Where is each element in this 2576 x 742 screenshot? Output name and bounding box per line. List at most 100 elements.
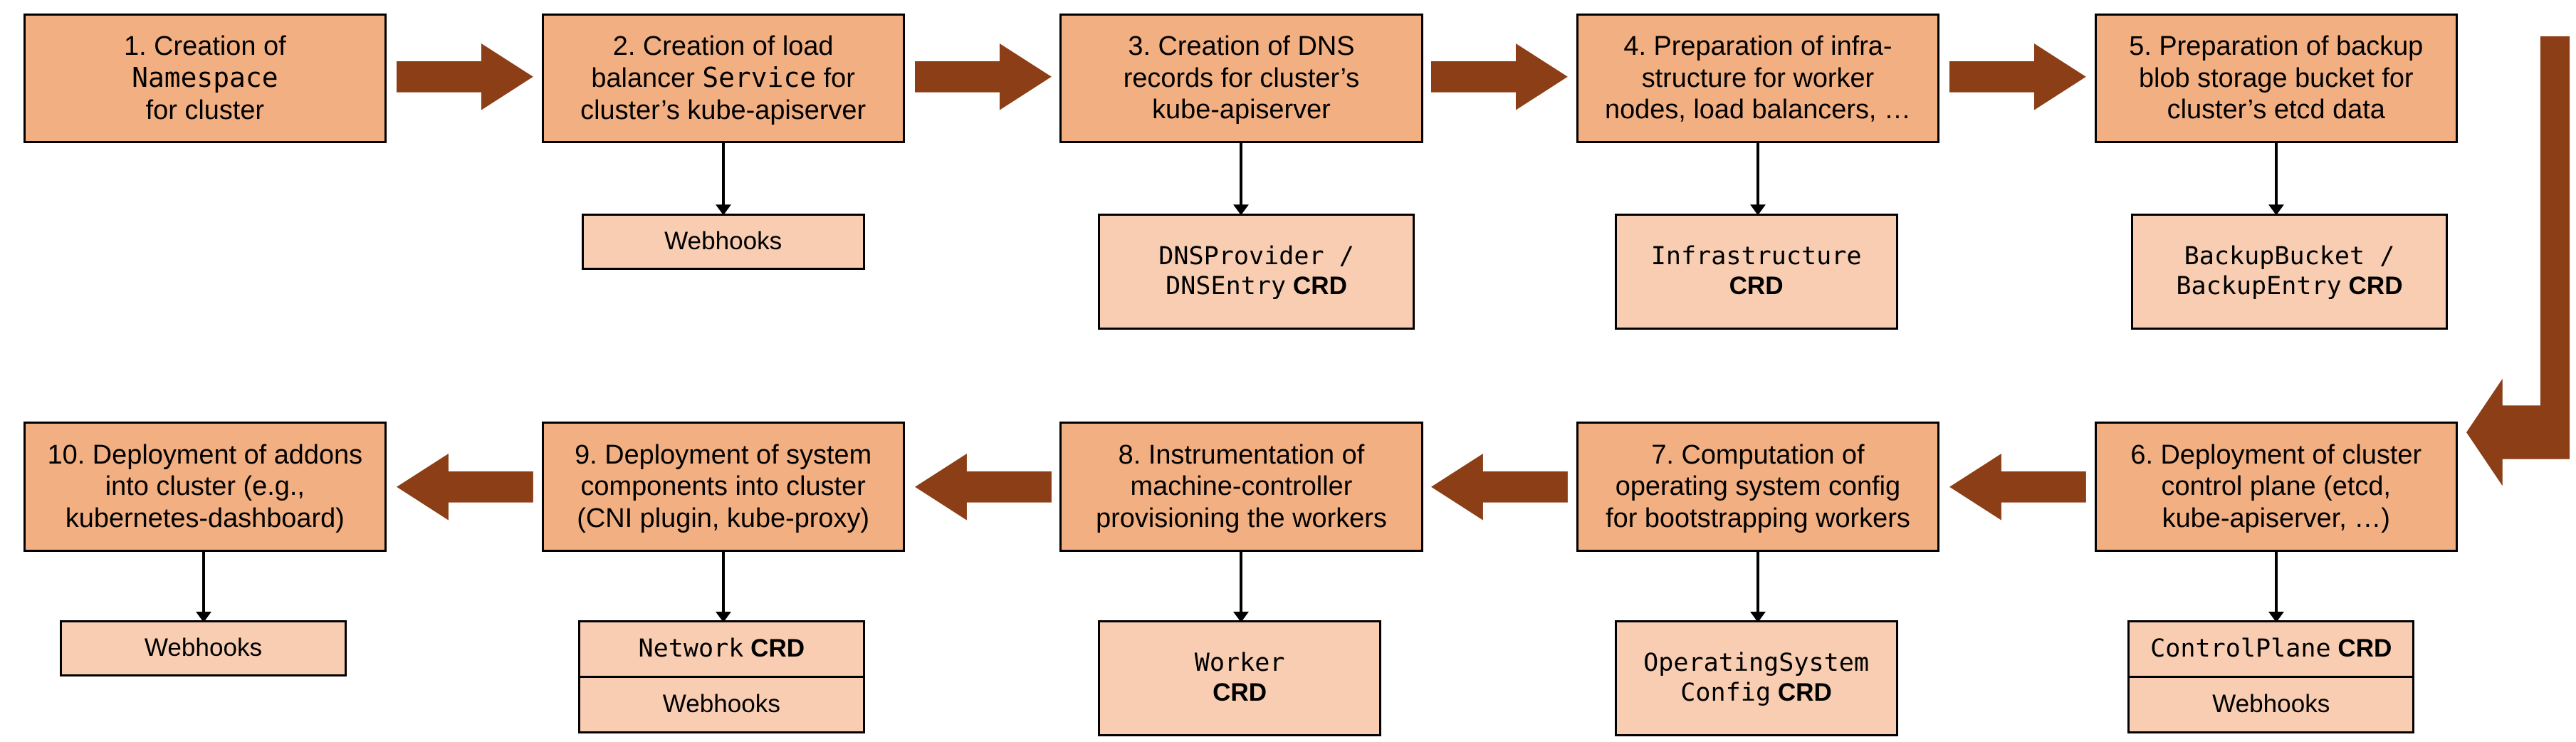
artifact-label: BackupBucket /BackupEntry CRD <box>2137 241 2441 301</box>
text-segment: cluster’s etcd data <box>2167 95 2385 125</box>
connector-step-3 <box>1233 143 1250 216</box>
text-segment: 2. Creation of load <box>612 31 834 61</box>
text-segment: Worker <box>1194 648 1285 678</box>
connector-step-8 <box>1233 551 1250 622</box>
arrow-6-to-7 <box>1949 453 2086 521</box>
text-segment: CRD <box>1213 679 1267 707</box>
step-2-line-3: cluster’s kube-apiserver <box>580 95 866 125</box>
artifact-label: Webhooks <box>66 633 340 663</box>
step-box-4[interactable]: 4. Preparation of infra-structure for wo… <box>1576 13 1940 144</box>
step-6-line-1: 6. Deployment of cluster <box>2130 440 2421 470</box>
step-5-line-1: 5. Preparation of backup <box>2129 31 2423 61</box>
text-segment: provisioning the workers <box>1096 503 1387 533</box>
step-8-line-1: 8. Instrumentation of <box>1119 440 1365 470</box>
step-7-line-2: operating system config <box>1616 471 1900 501</box>
connector-step-5 <box>2268 143 2284 216</box>
artifact-step-9-row-1: Network CRD <box>580 622 863 676</box>
text-segment: Network <box>638 634 744 664</box>
connector-step-7 <box>1749 551 1766 622</box>
text-segment: kubernetes-dashboard) <box>65 503 345 533</box>
text-segment: BackupEntry <box>2176 271 2342 301</box>
arrow-4-to-5 <box>1949 43 2086 110</box>
connector-step-9 <box>715 551 731 622</box>
step-10-line-2: into cluster (e.g., <box>105 471 305 501</box>
text-segment: Webhooks <box>2212 690 2330 719</box>
artifact-step-5-row-1: BackupBucket /BackupEntry CRD <box>2133 216 2446 328</box>
text-segment: BackupBucket / <box>2184 241 2395 271</box>
step-3-line-3: kube-apiserver <box>1152 95 1331 125</box>
arrow-8-to-9 <box>914 453 1052 521</box>
arrow-1-to-2 <box>396 43 533 110</box>
step-2-line-2: balancer Service for <box>591 62 855 94</box>
step-4-line-1: 4. Preparation of infra- <box>1623 31 1892 61</box>
arrow-9-to-10 <box>396 453 533 521</box>
text-segment: blob storage bucket for <box>2138 63 2414 93</box>
text-segment: 5. Preparation of backup <box>2129 31 2424 62</box>
text-segment: 4. Preparation of infra- <box>1623 31 1892 62</box>
artifact-step-6-row-2: Webhooks <box>2130 675 2412 731</box>
step-3-line-1: 3. Creation of DNS <box>1128 31 1354 61</box>
text-segment: DNSProvider / <box>1158 241 1354 271</box>
artifact-step-3-row-1: DNSProvider /DNSEntry CRD <box>1100 216 1413 328</box>
arrow-5-to-6 <box>2466 36 2570 486</box>
step-8-line-3: provisioning the workers <box>1096 503 1387 533</box>
artifact-step-6[interactable]: ControlPlane CRD Webhooks <box>2127 620 2414 733</box>
artifact-label: DNSProvider /DNSEntry CRD <box>1104 241 1408 301</box>
step-9-line-3: (CNI plugin, kube-proxy) <box>577 503 869 533</box>
text-segment: 8. Instrumentation of <box>1118 439 1365 470</box>
step-4-text: 4. Preparation of infra-structure for wo… <box>1584 31 1932 125</box>
step-10-line-3: kubernetes-dashboard) <box>66 503 345 533</box>
artifact-step-5[interactable]: BackupBucket /BackupEntry CRD <box>2131 213 2448 330</box>
step-3-line-2: records for cluster’s <box>1124 63 1359 93</box>
text-segment: nodes, load balancers, … <box>1605 95 1911 125</box>
text-segment: 9. Deployment of system <box>575 439 872 470</box>
artifact-step-2[interactable]: Webhooks <box>581 213 865 271</box>
text-segment: CRD <box>2341 272 2403 301</box>
artifact-step-9-row-2: Webhooks <box>580 675 863 731</box>
arrow-7-to-8 <box>1431 453 1569 521</box>
text-segment: machine-controller <box>1130 471 1353 502</box>
text-segment: for bootstrapping workers <box>1606 503 1910 533</box>
text-segment: records for cluster’s <box>1123 63 1360 93</box>
text-segment: DNSEntry <box>1166 271 1287 301</box>
artifact-step-10[interactable]: Webhooks <box>60 620 347 677</box>
artifact-label: Webhooks <box>2134 689 2408 719</box>
step-5-line-3: cluster’s etcd data <box>2167 95 2385 125</box>
step-4-line-3: nodes, load balancers, … <box>1605 95 1911 125</box>
connector-step-10 <box>195 551 211 622</box>
connector-step-6 <box>2268 551 2284 622</box>
text-segment: 1. Creation of <box>124 31 286 61</box>
text-segment: CRD <box>1286 272 1347 301</box>
connector-step-4 <box>1749 143 1766 216</box>
text-segment: Webhooks <box>144 634 263 662</box>
artifact-step-6-row-1: ControlPlane CRD <box>2130 622 2412 676</box>
text-segment: balancer <box>591 63 703 94</box>
artifact-step-3[interactable]: DNSProvider /DNSEntry CRD <box>1098 213 1415 330</box>
